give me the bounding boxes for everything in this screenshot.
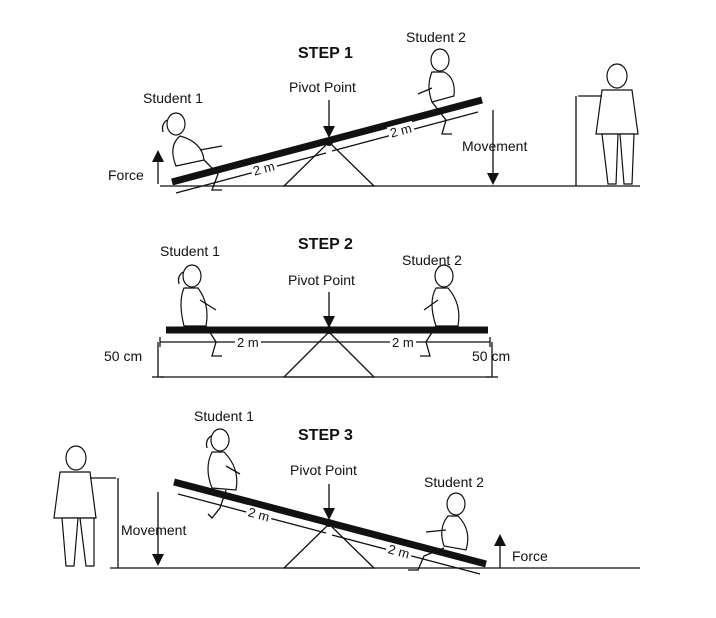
step3-student1-label: Student 1 bbox=[194, 408, 254, 424]
step2-right-height: 50 cm bbox=[472, 348, 511, 364]
step1-student2-figure bbox=[417, 48, 455, 135]
step2-title: STEP 2 bbox=[298, 236, 353, 253]
step1-pivot-label: Pivot Point bbox=[289, 79, 356, 95]
step2-scene bbox=[152, 264, 498, 378]
step2-left-height: 50 cm bbox=[104, 348, 143, 364]
step3-title: STEP 3 bbox=[298, 427, 353, 444]
step3-scene bbox=[53, 428, 640, 575]
step1-pivot-arrowhead bbox=[323, 126, 335, 138]
step3-movement-arrowhead bbox=[152, 554, 164, 566]
step1-movement-label: Movement bbox=[462, 138, 528, 154]
step3-pivot-arrowhead bbox=[323, 508, 335, 520]
step3-fulcrum bbox=[282, 523, 376, 569]
step2-right-distance: 2 m bbox=[390, 335, 416, 350]
step3-student2-figure bbox=[408, 492, 469, 571]
step3-force-label: Force bbox=[512, 548, 548, 564]
step2-fulcrum bbox=[282, 331, 376, 378]
step1-force-arrowhead bbox=[152, 150, 164, 162]
step2-student1-label: Student 1 bbox=[160, 243, 220, 259]
step2-student2-label: Student 2 bbox=[402, 252, 462, 268]
step1-pivot-dot bbox=[325, 138, 333, 146]
step3-pivot-dot bbox=[325, 519, 333, 527]
step1-adult-figure bbox=[575, 63, 639, 186]
step1-fulcrum bbox=[282, 141, 376, 187]
step3-movement-label: Movement bbox=[121, 522, 187, 538]
step2-pivot-label: Pivot Point bbox=[288, 272, 355, 288]
step3-force-arrowhead bbox=[494, 534, 506, 546]
step1-movement-arrowhead bbox=[487, 173, 499, 185]
step1-student2-label: Student 2 bbox=[406, 29, 466, 45]
step2-student2-figure bbox=[420, 264, 460, 357]
step1-student1-figure bbox=[161, 112, 223, 191]
step2-left-distance: 2 m bbox=[235, 335, 261, 350]
step3-adult-figure bbox=[53, 445, 119, 568]
step1-scene bbox=[152, 48, 640, 194]
step2-student1-figure bbox=[177, 264, 222, 357]
step1-force-label: Force bbox=[108, 167, 144, 183]
step1-title: STEP 1 bbox=[298, 45, 353, 62]
step1-student1-label: Student 1 bbox=[143, 90, 203, 106]
step2-pivot-arrowhead bbox=[323, 316, 335, 328]
step3-pivot-label: Pivot Point bbox=[290, 462, 357, 478]
step3-student2-label: Student 2 bbox=[424, 474, 484, 490]
step3-student1-figure bbox=[205, 428, 241, 519]
step2-pivot-dot bbox=[325, 326, 333, 334]
